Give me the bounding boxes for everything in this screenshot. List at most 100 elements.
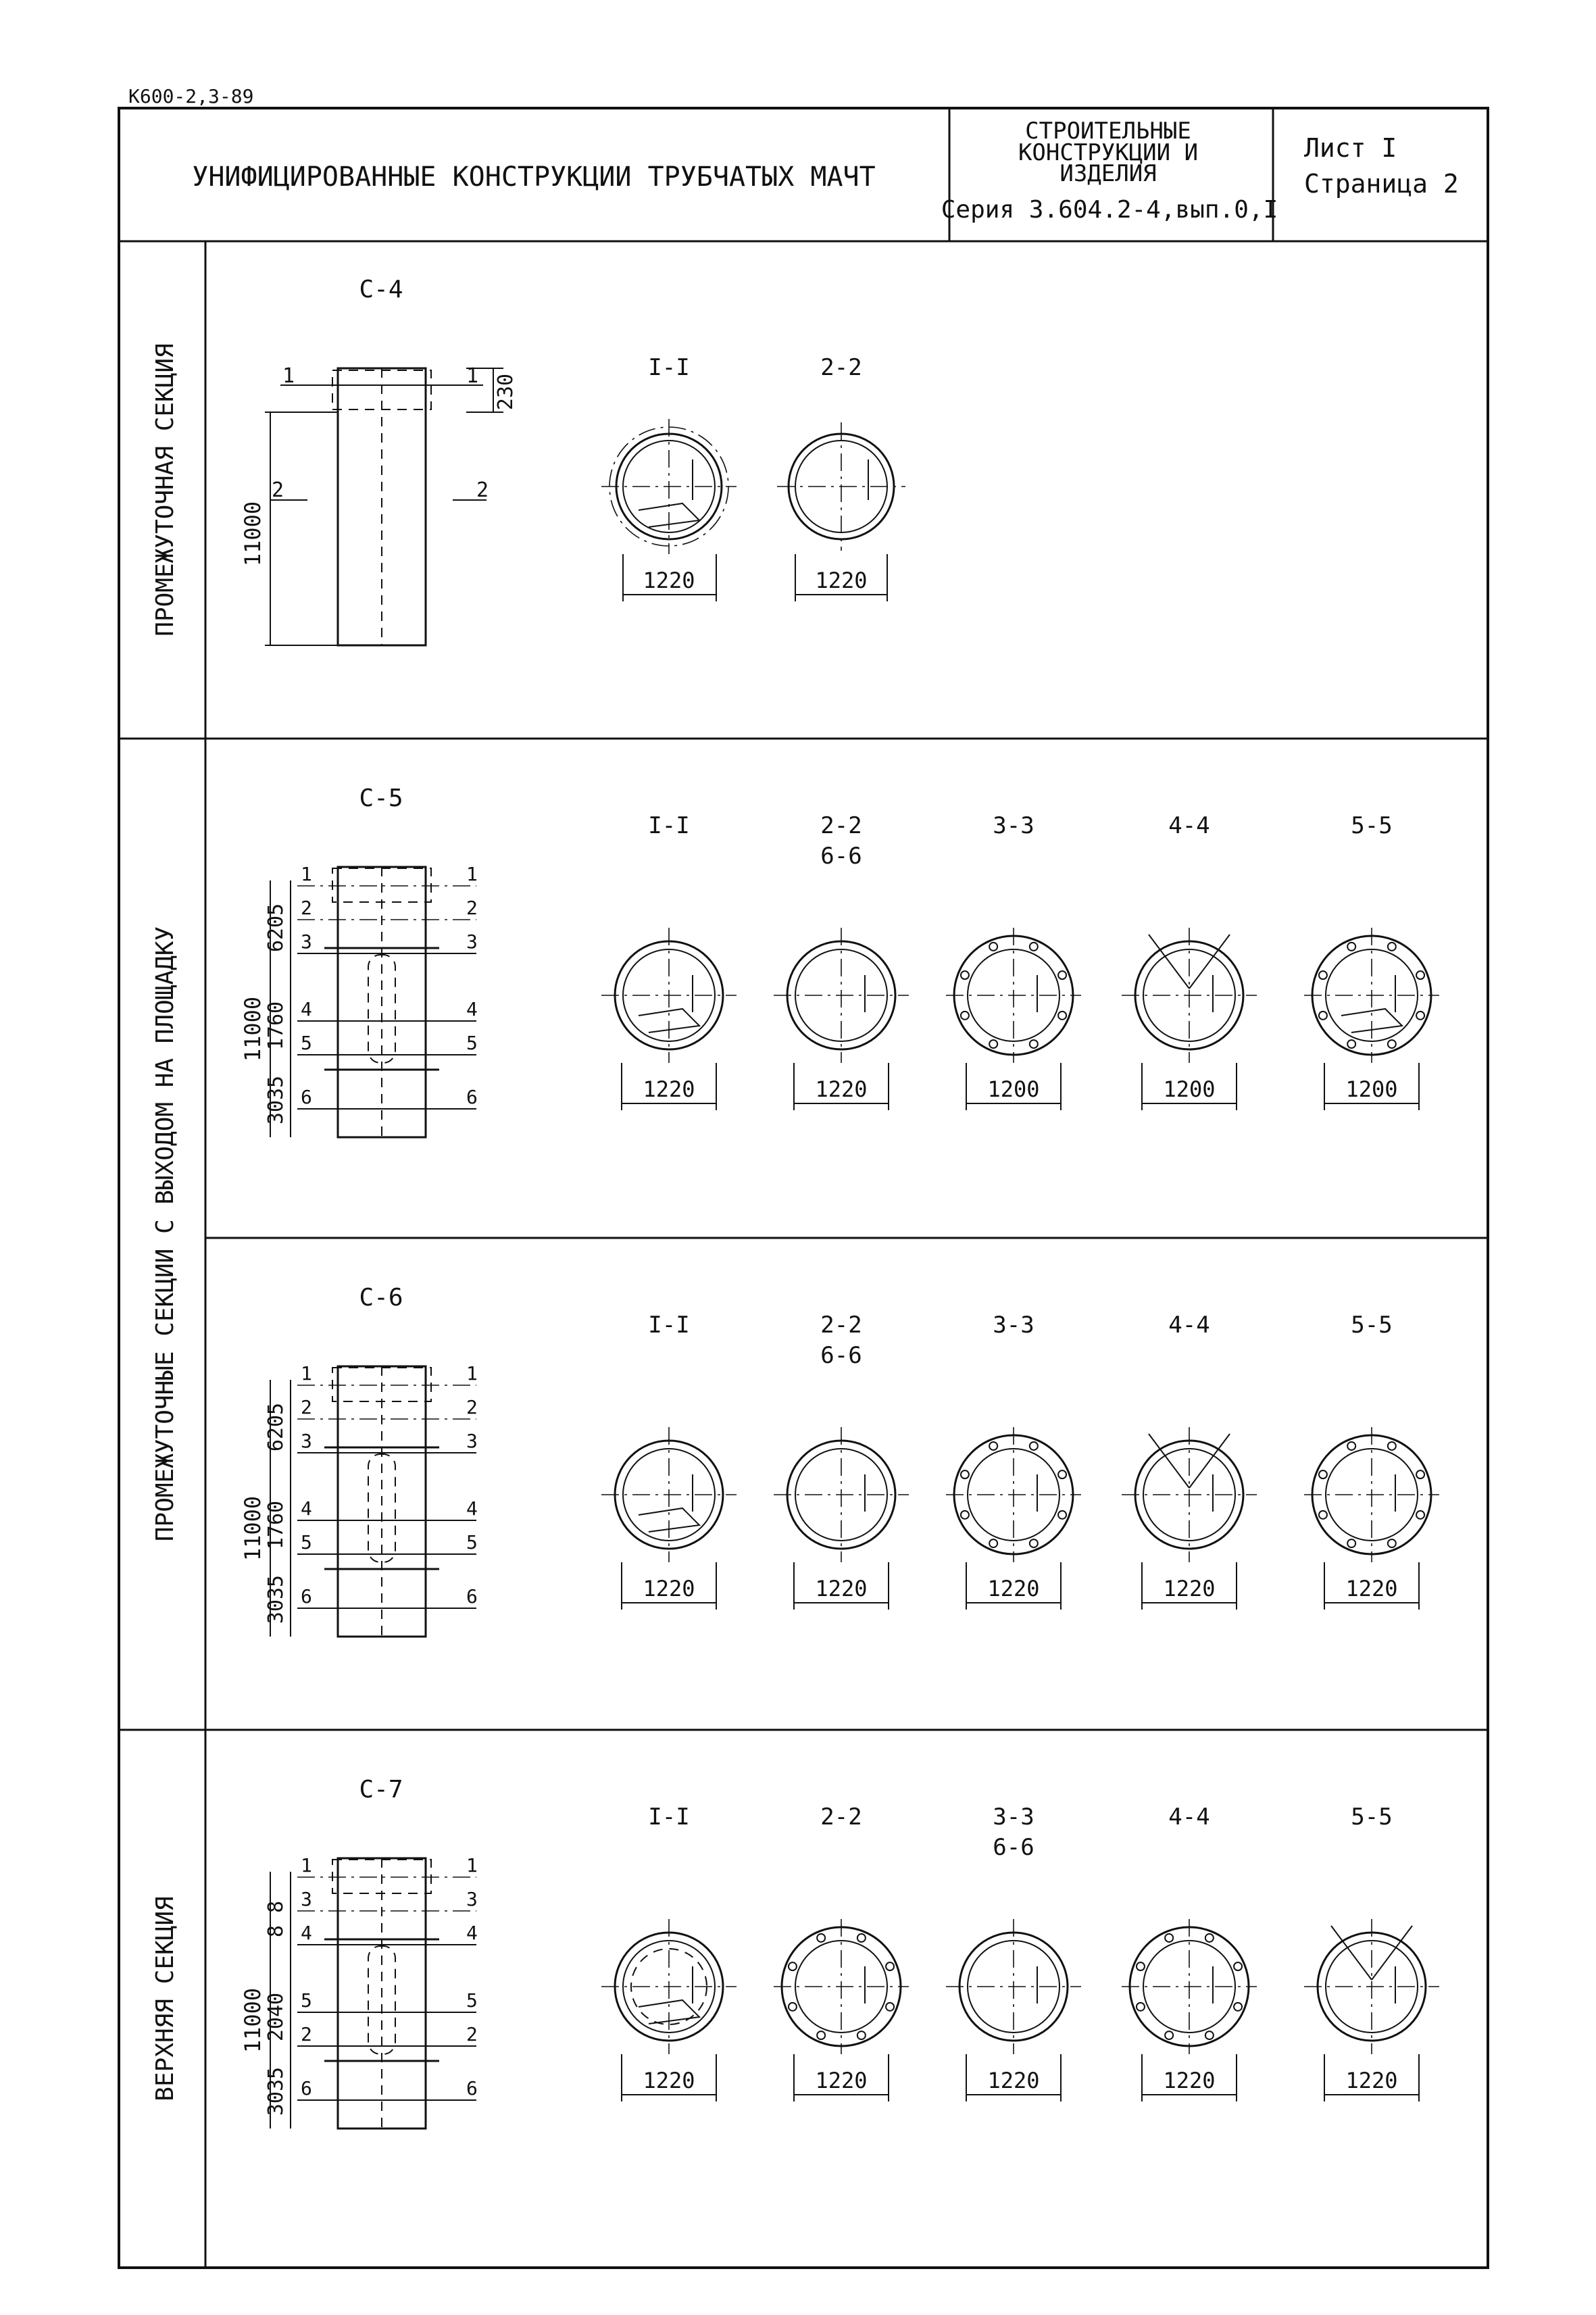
category-line-2: КОНСТРУКЦИИ И [1018,139,1198,166]
pipe-outline [1311,935,1432,1056]
pipe-outline [1316,1931,1427,2042]
stiffener-plate [638,1007,701,1033]
pipe-inner [795,1448,888,1541]
pipe-outline [780,1926,902,2047]
bolt-hole [1416,1010,1426,1020]
pipe-outline [786,1439,897,1550]
view-dimension: 1220 [815,568,867,593]
rib [1371,1925,1413,1981]
bolt-hole [1318,1010,1328,1020]
pipe-inner [622,949,716,1042]
view-label: 4-4 [1168,1803,1210,1831]
cut-mark-left: 4 [301,1922,312,1944]
cut-mark-right: 6 [466,2077,478,2099]
cut-mark-left: 3 [301,1430,312,1452]
view-sublabel: 6-6 [820,843,862,870]
bolt-hole [959,1510,970,1520]
bolt-hole [1204,1933,1214,1943]
pipe-inner [622,1448,716,1541]
dimension-value: 1760 [264,1001,288,1050]
view-dimension: 1220 [643,1576,695,1601]
bolt-hole [1204,2031,1214,2041]
rib [1148,1433,1190,1489]
bolt-hole [1164,1933,1174,1943]
cut-mark-left: 4 [301,998,312,1020]
view-dimension: 1220 [815,2068,867,2093]
cut-mark-1-right: 1 [466,364,478,388]
cut-mark-left: 2 [301,2023,312,2045]
cut-mark-right: 2 [466,1396,478,1418]
bolt-hole [1318,970,1328,980]
rib [1148,934,1190,989]
bolt-hole [1387,1539,1397,1549]
cut-mark-right: 4 [466,998,478,1020]
cut-mark-right: 5 [466,1989,478,2012]
cut-mark-right: 2 [466,897,478,919]
cut-mark-right: 6 [466,1086,478,1108]
bolt-hole [1028,1441,1039,1451]
bolt-hole [1028,1539,1039,1549]
view-label: 3-3 [993,1803,1034,1831]
cut-mark-left: 3 [301,1888,312,1910]
cut-mark-right: 1 [466,1362,478,1385]
view-dimension: 1200 [1345,1076,1397,1102]
view-dimension: 1220 [1345,2068,1397,2093]
pipe-outline [953,1434,1074,1555]
cut-mark-right: 3 [466,930,478,953]
dimension-value: 6205 [264,903,288,952]
category-line-1: СТРОИТЕЛЬНЫЕ [1025,118,1191,145]
bolt-hole [1416,1470,1426,1480]
view-sublabel: 6-6 [993,1834,1034,1861]
bolt-hole [1416,1510,1426,1520]
cut-mark-2-left: 2 [272,478,284,502]
dimension-value: 1760 [264,1501,288,1549]
bolt-hole [1347,1039,1357,1049]
bolt-hole [885,1962,895,1972]
pipe-inner [967,949,1060,1042]
bolt-hole [1135,2001,1145,2012]
bolt-hole [1057,1470,1068,1480]
dimension-value: 6205 [264,1403,288,1451]
bolt-hole [989,941,999,951]
sheet-number: Лист I [1304,133,1397,163]
cross-section-view: I-I 1220 [601,354,737,601]
view-sublabel: 6-6 [820,1342,862,1369]
dimension-value: 2040 [264,1993,288,2041]
cut-mark-left: 6 [301,2077,312,2099]
pipe-inner [795,949,888,1042]
bolt-hole [816,1933,826,1943]
cut-mark-left: 2 [301,897,312,919]
pipe-inner [1325,1448,1418,1541]
section-name: С-6 [359,1284,403,1312]
view-dimension: 1220 [987,2068,1039,2093]
view-label: I-I [648,354,689,381]
view-dimension: 1220 [815,1076,867,1102]
dimension-230: 230 [494,374,518,410]
cut-mark-right: 5 [466,1531,478,1553]
view-label: 3-3 [993,812,1034,839]
cut-mark-right: 1 [466,1854,478,1876]
view-dimension: 1220 [643,2068,695,2093]
pipe-outline [953,935,1074,1056]
cut-mark-2-right: 2 [476,478,489,502]
view-dimension: 1220 [643,1076,695,1102]
dimension-value: 3035 [264,2067,288,2116]
pipe-outline [1311,1434,1432,1555]
pipe-outline [614,940,724,1051]
section-name: С-4 [359,276,403,303]
cut-mark-left: 4 [301,1497,312,1520]
bolt-hole [959,1470,970,1480]
cut-mark-right: 2 [466,2023,478,2045]
bolt-hole [1318,1510,1328,1520]
bolt-hole [1028,941,1039,951]
cut-mark-right: 4 [466,1922,478,1944]
bolt-hole [885,2001,895,2012]
